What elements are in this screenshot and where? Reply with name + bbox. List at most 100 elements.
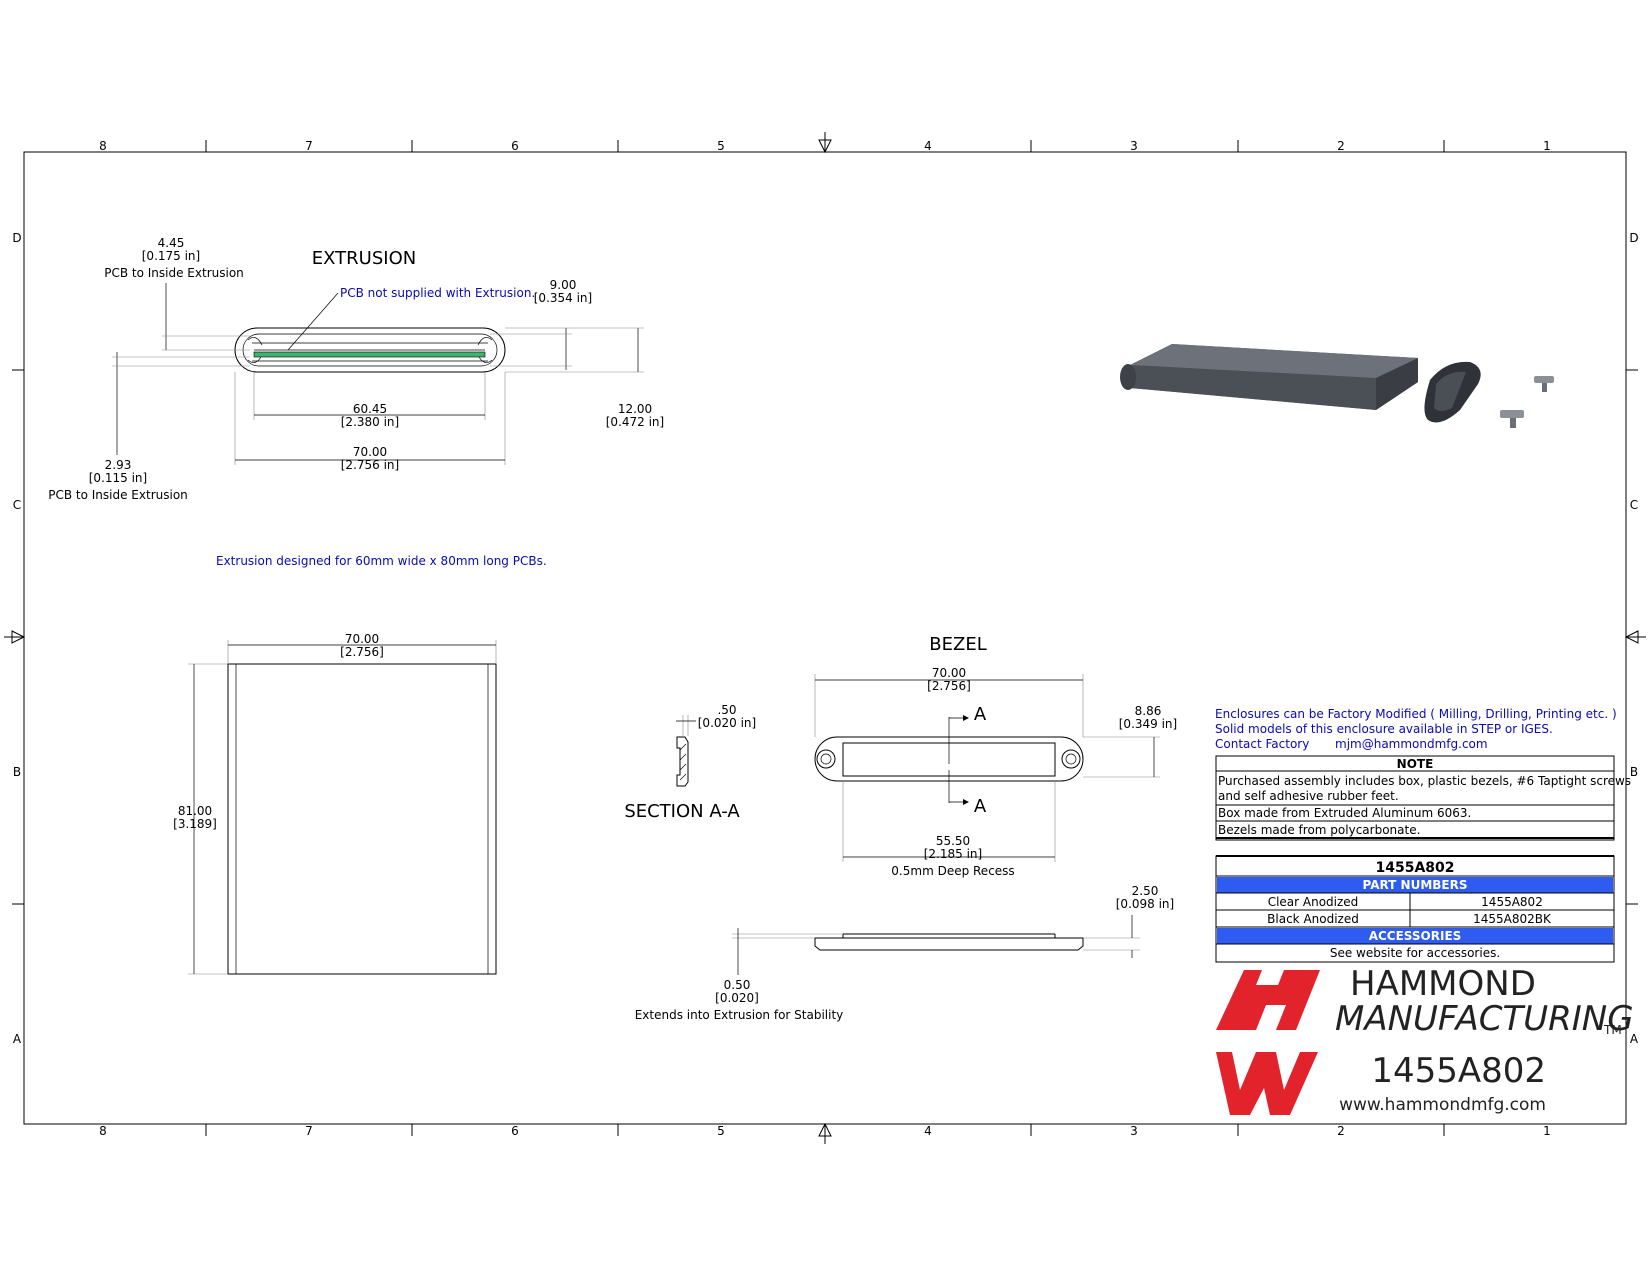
zone-row-d: D	[12, 231, 21, 245]
zone-col-2: 2	[1337, 1124, 1345, 1138]
brand-part-number: 1455A802	[1371, 1051, 1546, 1091]
zone-col-4: 4	[924, 1124, 932, 1138]
bezel-side-view: 2.50 [0.098 in] 0.50 [0.020] Extends int…	[635, 884, 1175, 1022]
bezel-width-in: [2.756]	[927, 679, 971, 693]
brand-website[interactable]: www.hammondmfg.com	[1339, 1095, 1546, 1115]
dim-inner-width-in: [2.380 in]	[341, 415, 399, 429]
part-row-2-finish: Black Anodized	[1267, 912, 1359, 926]
hammond-logo	[1216, 970, 1320, 1115]
pcb-board	[253, 351, 486, 358]
accessories-header-bg	[1217, 928, 1613, 944]
info-line-1: Enclosures can be Factory Modified ( Mil…	[1215, 707, 1617, 721]
zone-col-6: 6	[511, 1124, 519, 1138]
contact-label: Contact Factory	[1215, 737, 1309, 751]
zone-row-b: B	[13, 765, 21, 779]
brand-line-1: HAMMOND	[1350, 964, 1536, 1004]
part-row-2-number: 1455A802BK	[1473, 912, 1552, 926]
bezel-thickness-mm: 2.50	[1132, 884, 1159, 898]
zone-col-2: 2	[1337, 139, 1345, 153]
dim-top-mm: 4.45	[158, 236, 185, 250]
zone-col-1: 1	[1543, 1124, 1551, 1138]
section-dim-mm: .50	[717, 703, 736, 717]
bezel-height-in: [0.349 in]	[1119, 717, 1177, 731]
top-width-in: [2.756]	[340, 645, 384, 659]
note-row-2: and self adhesive rubber feet.	[1218, 789, 1399, 803]
bezel-screw-hole-right	[1061, 749, 1081, 769]
part-row-1-finish: Clear Anodized	[1268, 895, 1359, 909]
dim-top-in: [0.175 in]	[142, 249, 200, 263]
section-aa: .50 [0.020 in] SECTION A-A	[624, 703, 756, 822]
top-width-mm: 70.00	[345, 632, 379, 646]
zone-col-7: 7	[305, 139, 313, 153]
brand-line-2: MANUFACTURING	[1335, 999, 1634, 1039]
dim-outer-height-mm: 12.00	[618, 402, 652, 416]
parts-title: 1455A802	[1375, 860, 1454, 876]
lip-mm: 0.50	[724, 978, 751, 992]
zone-row-d: D	[1629, 231, 1638, 245]
dim-bottom-label: PCB to Inside Extrusion	[48, 488, 188, 502]
bezel-view: BEZEL A A 70.00 [2.756] 8.86 [0.349 in] …	[814, 634, 1177, 878]
note-header: NOTE	[1397, 757, 1434, 771]
top-view-body	[227, 663, 497, 975]
zone-col-5: 5	[717, 139, 725, 153]
zone-ticks	[12, 140, 1638, 1136]
dim-inner-width-mm: 60.45	[353, 402, 387, 416]
extrusion-view: EXTRUSION PCB not supplied with Extrusio…	[48, 236, 664, 568]
brand-block: HAMMOND MANUFACTURING TM 1455A802 www.ha…	[1335, 964, 1634, 1115]
zone-labels-right: D C B A	[1629, 231, 1639, 1046]
recess-width-mm: 55.50	[936, 834, 970, 848]
dim-outer-width-mm: 70.00	[353, 445, 387, 459]
zone-col-3: 3	[1130, 139, 1138, 153]
section-mark-bottom: A	[974, 796, 987, 817]
part-numbers-table: 1455A802 PART NUMBERS Clear Anodized 145…	[1215, 855, 1615, 963]
section-dim-in: [0.020 in]	[698, 716, 756, 730]
dim-inner-height-mm: 9.00	[550, 278, 577, 292]
dim-top-label: PCB to Inside Extrusion	[104, 266, 244, 280]
zone-col-1: 1	[1543, 139, 1551, 153]
accessories-text: See website for accessories.	[1330, 946, 1500, 960]
zone-col-6: 6	[511, 139, 519, 153]
dim-bottom-in: [0.115 in]	[89, 471, 147, 485]
top-view: 70.00 [2.756] 81.00 [3.189]	[173, 632, 497, 975]
zone-row-a: A	[1630, 1032, 1639, 1046]
part-numbers-header: PART NUMBERS	[1363, 878, 1468, 892]
extrusion-title: EXTRUSION	[312, 248, 416, 269]
dim-outer-height-in: [0.472 in]	[606, 415, 664, 429]
info-block: Enclosures can be Factory Modified ( Mil…	[1215, 707, 1617, 751]
zone-row-c: C	[13, 498, 21, 512]
note-row-4: Bezels made from polycarbonate.	[1218, 823, 1420, 837]
contact-email[interactable]: mjm@hammondmfg.com	[1335, 737, 1488, 751]
part-row-1-number: 1455A802	[1481, 895, 1543, 909]
info-line-2: Solid models of this enclosure available…	[1215, 722, 1553, 736]
lip-label: Extends into Extrusion for Stability	[635, 1008, 844, 1022]
pcb-note: PCB not supplied with Extrusion.	[340, 286, 535, 300]
bezel-screw-hole-left	[816, 749, 836, 769]
zone-labels-bottom: 8 7 6 5 4 3 2 1	[99, 1124, 1551, 1138]
zone-row-b: B	[1630, 765, 1638, 779]
note-row-1: Purchased assembly includes box, plastic…	[1218, 774, 1631, 788]
zone-col-5: 5	[717, 1124, 725, 1138]
isometric-render	[1120, 344, 1554, 428]
section-title: SECTION A-A	[624, 801, 740, 822]
zone-labels-left: D C B A	[12, 231, 22, 1046]
note-table: NOTE Purchased assembly includes box, pl…	[1215, 755, 1631, 841]
part-numbers-header-bg	[1217, 877, 1613, 893]
zone-col-4: 4	[924, 139, 932, 153]
bezel-thickness-in: [0.098 in]	[1116, 897, 1174, 911]
section-mark-top: A	[974, 704, 987, 725]
zone-col-3: 3	[1130, 1124, 1138, 1138]
zone-labels-top: 8 7 6 5 4 3 2 1	[99, 139, 1551, 153]
zone-col-8: 8	[99, 1124, 107, 1138]
lip-in: [0.020]	[715, 991, 759, 1005]
bezel-height-mm: 8.86	[1135, 704, 1162, 718]
center-markers	[4, 132, 1646, 1144]
bezel-width-mm: 70.00	[932, 666, 966, 680]
extrusion-design-note: Extrusion designed for 60mm wide x 80mm …	[216, 554, 547, 568]
zone-col-8: 8	[99, 139, 107, 153]
bezel-title: BEZEL	[929, 634, 986, 655]
zone-row-a: A	[13, 1032, 22, 1046]
recess-width-in: [2.185 in]	[924, 847, 982, 861]
zone-row-c: C	[1630, 498, 1638, 512]
top-length-mm: 81.00	[178, 804, 212, 818]
